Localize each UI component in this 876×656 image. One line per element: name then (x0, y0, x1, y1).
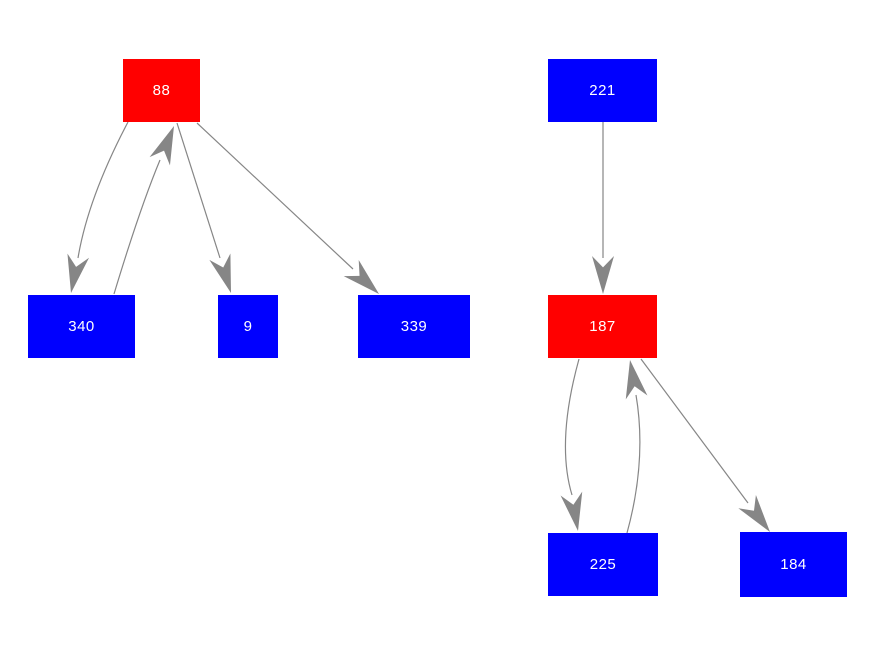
node-184[interactable]: 184 (740, 532, 847, 597)
node-label: 340 (68, 318, 95, 335)
edge-187-184 (640, 358, 770, 532)
node-label: 184 (780, 556, 807, 573)
edge-line (113, 159, 161, 295)
edge-line (564, 358, 580, 496)
node-340[interactable]: 340 (28, 295, 135, 358)
edge-line (626, 394, 641, 534)
edge-88-339 (196, 122, 379, 294)
arrowhead-icon (343, 260, 379, 294)
edge-88-340 (67, 121, 129, 293)
edge-187-225 (560, 358, 583, 531)
node-225[interactable]: 225 (548, 533, 658, 596)
arrowhead-icon (738, 495, 770, 532)
arrowhead-icon (592, 256, 614, 294)
node-label: 9 (243, 318, 253, 335)
node-339[interactable]: 339 (358, 295, 470, 358)
node-label: 88 (152, 82, 171, 99)
edge-line (196, 122, 354, 270)
node-9[interactable]: 9 (218, 295, 278, 358)
edge-340-88 (113, 126, 174, 295)
edge-88-9 (176, 122, 231, 293)
node-label: 221 (589, 82, 616, 99)
edge-line (176, 122, 221, 259)
edge-line (77, 121, 129, 259)
edge-221-187 (592, 122, 614, 294)
node-label: 225 (589, 556, 617, 573)
edge-225-187 (625, 360, 648, 534)
node-221[interactable]: 221 (548, 59, 657, 122)
arrowhead-icon (625, 360, 648, 400)
node-label: 187 (589, 318, 616, 335)
node-187[interactable]: 187 (548, 295, 657, 358)
arrowhead-icon (560, 491, 583, 531)
arrowhead-icon (67, 253, 90, 293)
edge-line (640, 358, 749, 504)
node-label: 339 (400, 318, 428, 335)
arrowhead-icon (209, 253, 231, 293)
arrowhead-icon (149, 126, 174, 166)
node-88[interactable]: 88 (123, 59, 200, 122)
